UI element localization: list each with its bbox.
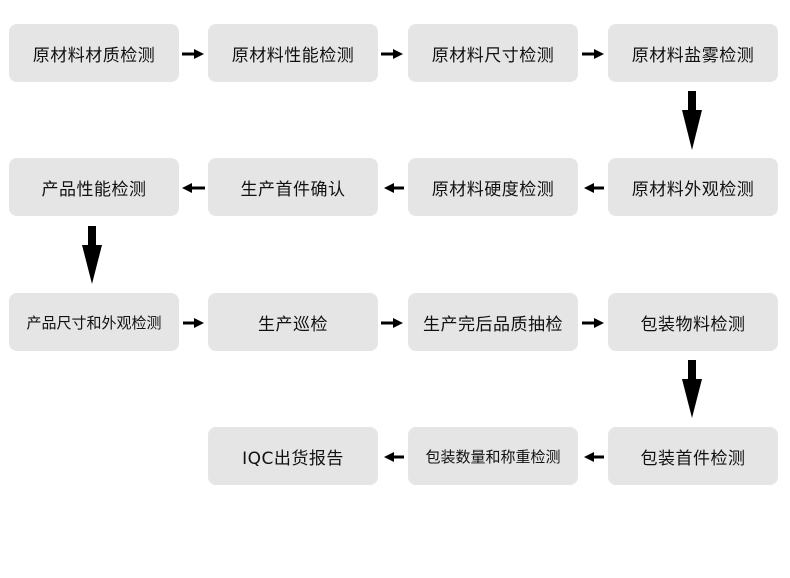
step-raw-material-salt-spray: 原材料盐雾检测: [608, 24, 778, 82]
arrow-left-icon: [584, 452, 604, 462]
step-label: 包装首件检测: [640, 448, 746, 469]
arrow-left-icon: [182, 183, 205, 193]
step-label: 包装数量和称重检测: [425, 447, 561, 466]
step-production-patrol-inspection: 生产巡检: [208, 293, 378, 351]
step-label: 生产首件确认: [240, 179, 346, 200]
step-packaging-quantity-weight: 包装数量和称重检测: [408, 427, 578, 485]
step-label: 产品尺寸和外观检测: [26, 313, 162, 332]
step-label: 原材料性能检测: [231, 45, 355, 66]
step-label: 原材料材质检测: [32, 45, 156, 66]
step-iqc-shipping-report: IQC出货报告: [208, 427, 378, 485]
arrow-down-icon: [682, 91, 702, 150]
arrow-down-icon: [82, 226, 102, 284]
arrow-down-icon: [682, 360, 702, 418]
arrow-right-icon: [182, 49, 204, 59]
arrow-left-icon: [584, 183, 604, 193]
step-raw-material-dimension: 原材料尺寸检测: [408, 24, 578, 82]
arrow-right-icon: [183, 318, 204, 328]
step-raw-material-composition: 原材料材质检测: [9, 24, 179, 82]
step-label: 包装物料检测: [640, 314, 746, 335]
arrow-right-icon: [381, 318, 403, 328]
step-first-article-confirmation: 生产首件确认: [208, 158, 378, 216]
step-label: 生产巡检: [258, 314, 328, 335]
step-raw-material-hardness: 原材料硬度检测: [408, 158, 578, 216]
step-label: 原材料外观检测: [631, 179, 755, 200]
step-label: 原材料盐雾检测: [631, 45, 755, 66]
step-packaging-material: 包装物料检测: [608, 293, 778, 351]
step-raw-material-performance: 原材料性能检测: [208, 24, 378, 82]
step-label: 生产完后品质抽检: [423, 314, 563, 335]
arrow-right-icon: [582, 49, 604, 59]
step-label: 原材料硬度检测: [431, 179, 555, 200]
step-label: 原材料尺寸检测: [431, 45, 555, 66]
step-label: 产品性能检测: [41, 179, 147, 200]
arrow-right-icon: [381, 49, 403, 59]
step-raw-material-appearance: 原材料外观检测: [608, 158, 778, 216]
step-label: IQC出货报告: [242, 448, 344, 469]
step-product-performance: 产品性能检测: [9, 158, 179, 216]
arrow-left-icon: [384, 183, 404, 193]
arrow-right-icon: [582, 318, 604, 328]
arrow-left-icon: [384, 452, 404, 462]
step-post-production-sampling: 生产完后品质抽检: [408, 293, 578, 351]
step-product-dimension-appearance: 产品尺寸和外观检测: [9, 293, 179, 351]
step-packaging-first-article: 包装首件检测: [608, 427, 778, 485]
